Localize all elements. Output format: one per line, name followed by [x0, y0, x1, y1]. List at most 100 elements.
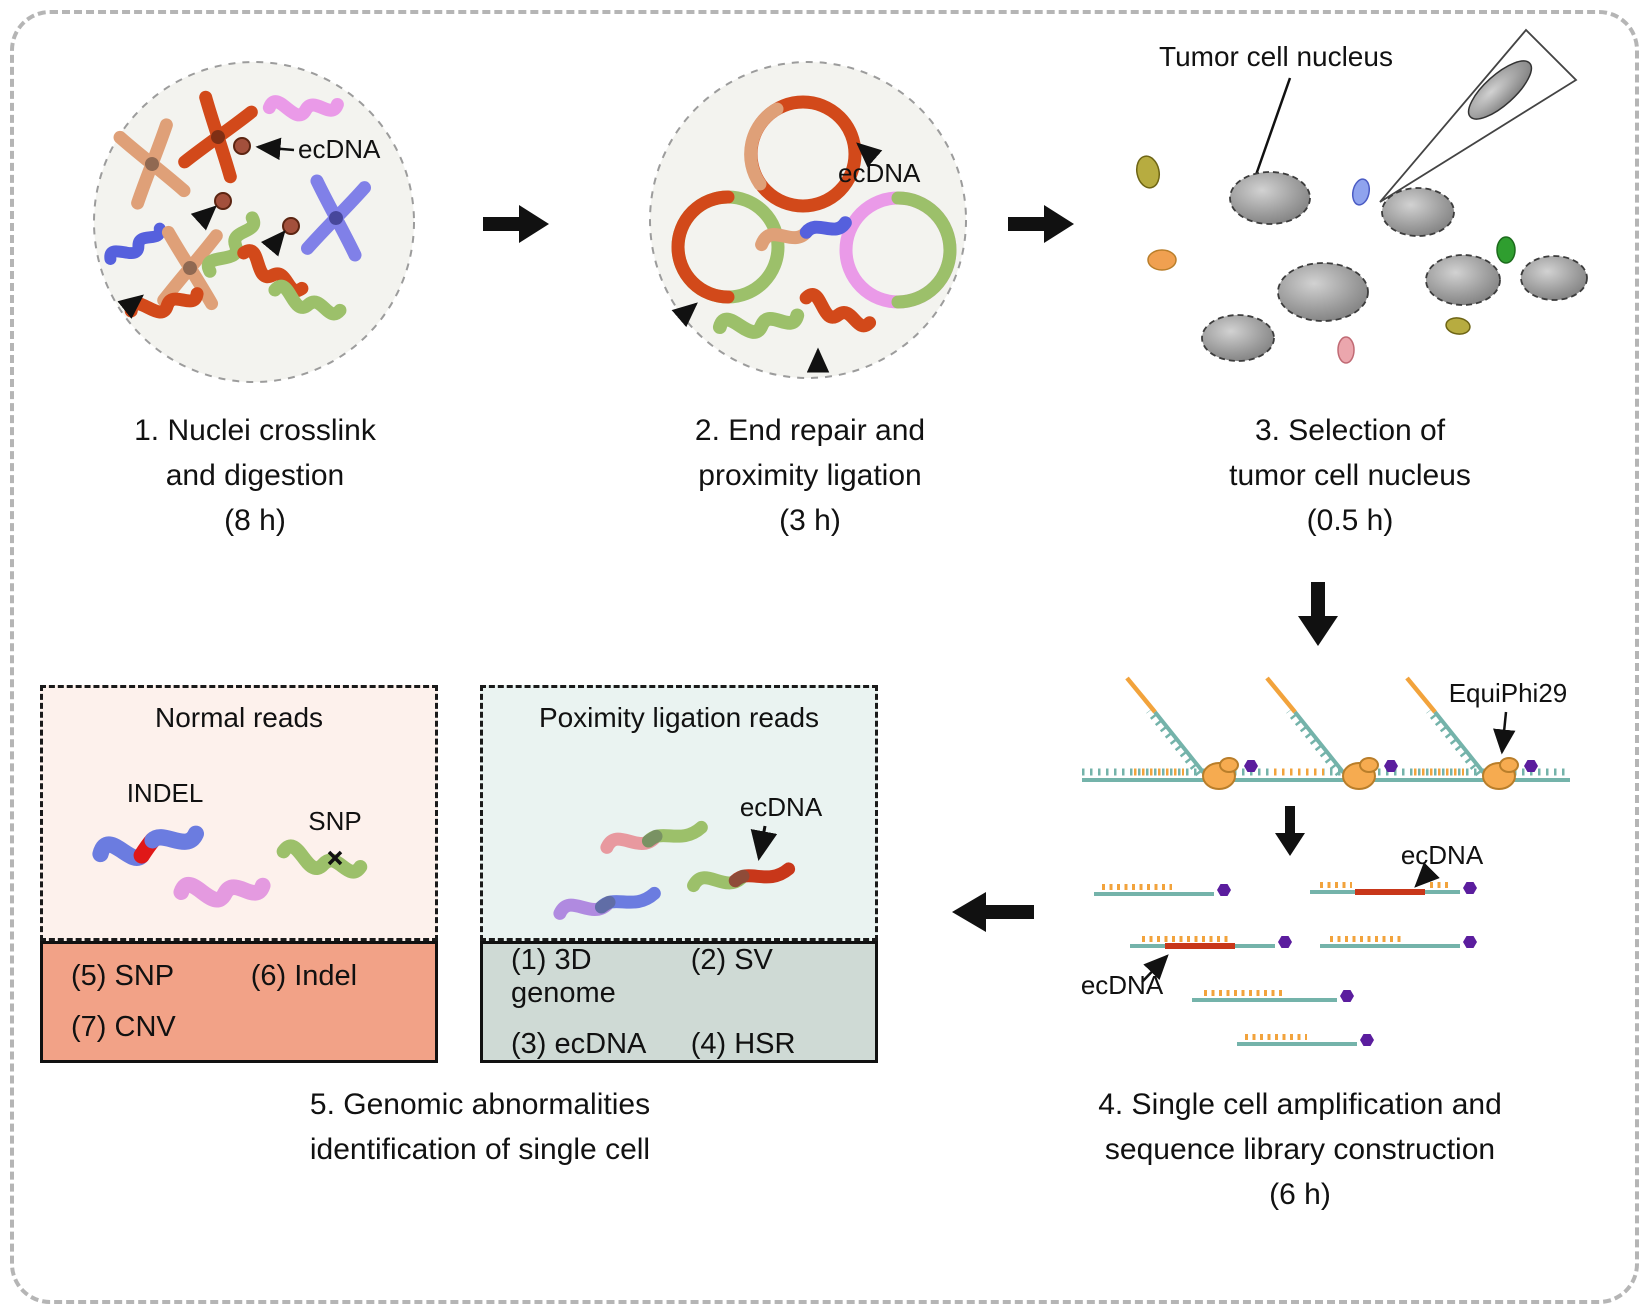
caption-line: 4. Single cell amplification and	[1098, 1088, 1502, 1121]
replication-fork-icon	[1125, 676, 1258, 790]
caption-line: tumor cell nucleus	[1229, 459, 1471, 492]
ecdna-ring-icon	[671, 190, 785, 304]
caption-line: (8 h)	[224, 504, 286, 537]
legend-item: (2) SV	[690, 943, 773, 976]
replication-fork-icon	[1405, 676, 1538, 790]
caption-line: proximity ligation	[698, 459, 922, 492]
hexagon-tag-icon	[1384, 760, 1398, 772]
snp-label: SNP	[308, 806, 361, 836]
chromosome-icon	[301, 174, 371, 262]
ecdna-pointer-arrow-icon	[750, 825, 778, 861]
chromosome-fragment-icon	[799, 288, 877, 333]
pointer-arrow-icon	[671, 302, 698, 328]
arrow-step1-to-step2-icon	[483, 205, 549, 243]
step2-caption: 2. End repair and proximity ligation (3 …	[610, 408, 1010, 543]
arrow-amplification-to-fragments-icon	[1275, 806, 1305, 856]
ligation-reads-illustration: ecDNA	[553, 792, 823, 920]
normal-reads-panel: Normal reads INDEL SNP	[40, 685, 438, 941]
cell-icon	[1496, 236, 1516, 264]
pointer-arrow-icon	[117, 294, 144, 319]
normal-legend-panel: (5) SNP (6) Indel (7) CNV	[40, 941, 438, 1063]
step4-caption: 4. Single cell amplification and sequenc…	[1030, 1082, 1570, 1217]
snp-x-mark-icon	[327, 850, 343, 866]
chromosome-fragment-icon	[202, 211, 261, 278]
legend-item: (7) CNV	[71, 1011, 176, 1043]
caption-line: and digestion	[165, 459, 345, 492]
library-fragment-ecdna-icon	[1310, 882, 1477, 895]
cell-icon	[1351, 178, 1371, 206]
chimeric-read-icon	[553, 886, 661, 920]
chromosome-fragment-icon	[104, 222, 166, 265]
library-fragment-icon	[1094, 884, 1231, 896]
arrow-step4-to-step5-icon	[952, 892, 1034, 932]
normal-reads-illustration: INDEL SNP	[92, 778, 368, 908]
indel-label: INDEL	[127, 778, 204, 808]
enzyme-pointer-arrow-icon	[1493, 711, 1516, 755]
caption-line: (3 h)	[779, 504, 841, 537]
hexagon-tag-icon	[1524, 760, 1538, 772]
legend-item: (4) HSR	[690, 1027, 796, 1060]
ecdna-pointer-arrow-icon	[260, 230, 286, 257]
ecdna-dot-icon	[233, 137, 251, 155]
library-fragment-icon	[1192, 990, 1354, 1002]
chromosome-icon	[157, 225, 223, 311]
caption-line: 2. End repair and	[694, 414, 926, 447]
ecdna-ring-icon	[839, 191, 957, 309]
normal-reads-title: Normal reads	[154, 702, 324, 733]
cell-icon	[1445, 317, 1471, 335]
chromosome-icon	[178, 90, 258, 184]
step1-caption: 1. Nuclei crosslink and digestion (8 h)	[80, 408, 430, 543]
chimeric-read-icon	[600, 820, 708, 854]
hexagon-tag-icon	[1244, 760, 1258, 772]
caption-line: 1. Nuclei crosslink	[134, 414, 376, 447]
legend-item: (1) 3D genome	[511, 943, 616, 1009]
step1-ecdna-label: ecDNA	[298, 134, 381, 164]
step4-library-illustration: ecDNA ecDNA	[1081, 842, 1484, 1046]
ecdna-pointer-arrow-icon	[1414, 862, 1440, 888]
arrow-step2-to-step3-icon	[1008, 205, 1074, 243]
step1-nucleus-illustration: ecDNA	[93, 61, 415, 383]
chromosome-icon	[113, 118, 191, 210]
ecdna-ring-icon	[744, 95, 862, 213]
ligation-reads-panel: Poximity ligation reads ecDNA	[480, 685, 878, 941]
nucleus-boundary	[649, 61, 967, 379]
read-with-indel-icon	[92, 825, 204, 866]
cell-icon	[1337, 336, 1355, 364]
caption-line: (6 h)	[1269, 1178, 1331, 1211]
picked-nucleus-icon	[1467, 60, 1533, 120]
caption-line: identification of single cell	[309, 1133, 651, 1166]
caption-line: 5. Genomic abnormalities	[309, 1088, 651, 1121]
chromosome-fragment-icon	[262, 95, 344, 122]
step5-ecdna-label: ecDNA	[740, 792, 823, 822]
legend-item: (3) ecDNA	[511, 1027, 647, 1060]
step5-caption: 5. Genomic abnormalities identification …	[145, 1082, 815, 1172]
arrow-step3-to-step4-icon	[1298, 582, 1338, 646]
ligation-reads-title: Poximity ligation reads	[538, 702, 820, 733]
caption-line: (0.5 h)	[1306, 504, 1394, 537]
ligation-legend-panel: (1) 3D genome (2) SV (3) ecDNA (4) HSR	[480, 941, 878, 1063]
chromosome-fragment-icon	[268, 279, 347, 321]
cell-icon	[1135, 155, 1161, 189]
replication-fork-icon	[1265, 676, 1398, 790]
micropipette-icon	[1379, 28, 1578, 203]
step4-amplification-illustration: EquiPhi29	[1082, 676, 1570, 790]
ecdna-dot-icon	[214, 192, 232, 210]
caption-line: sequence library construction	[1104, 1133, 1496, 1166]
step2-ligation-illustration: ecDNA	[649, 61, 967, 379]
tumor-nuclei-group	[1201, 171, 1588, 362]
tumor-nucleus-label: Tumor cell nucleus	[1159, 41, 1393, 72]
enzyme-label: EquiPhi29	[1449, 678, 1568, 708]
legend-item: (6) Indel	[250, 960, 358, 992]
step4-ecdna-label-top: ecDNA	[1401, 842, 1484, 870]
chimeric-read-ecdna-icon	[687, 862, 796, 893]
normal-read-icon	[173, 877, 271, 908]
ecdna-dot-icon	[282, 217, 300, 235]
step2-ecdna-label: ecDNA	[838, 158, 921, 188]
chimeric-fragment-icon	[755, 216, 852, 252]
read-with-snp-icon	[276, 839, 368, 879]
ecdna-pointer-arrow-icon	[190, 205, 217, 231]
legend-item: (5) SNP	[71, 960, 175, 992]
caption-line: 3. Selection of	[1254, 414, 1446, 447]
pointer-arrow-icon	[856, 142, 883, 168]
